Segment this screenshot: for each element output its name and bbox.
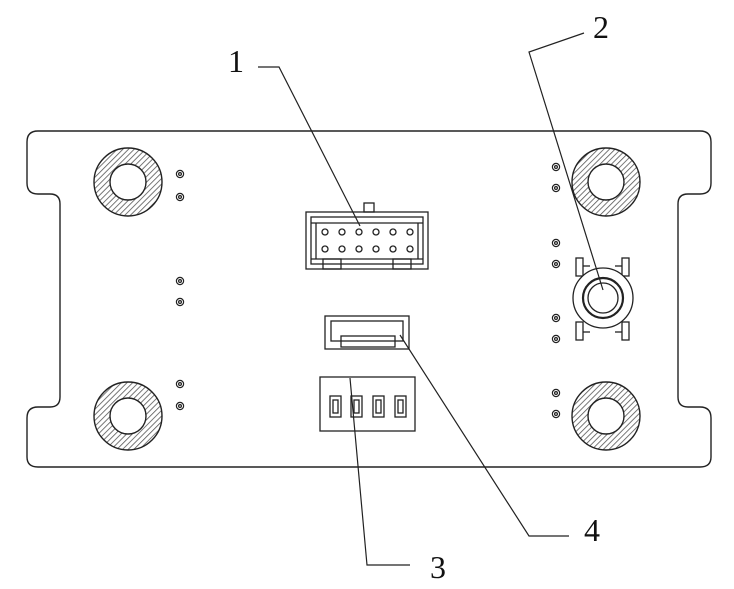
leader-line-4 — [399, 334, 569, 537]
pin-header-connector — [305, 202, 429, 270]
via-pad — [175, 401, 185, 411]
header-pin — [338, 228, 346, 236]
via-pad — [175, 297, 185, 307]
via-pad — [175, 276, 185, 286]
callout-1-label: 1 — [228, 43, 244, 79]
callout-4-label: 4 — [584, 512, 600, 548]
mounting-hole-top-right — [571, 147, 641, 217]
board-outline — [26, 130, 712, 468]
leader-line-1 — [258, 66, 361, 227]
push-button — [572, 257, 634, 341]
dip-switch — [319, 376, 416, 432]
header-pin — [406, 245, 414, 253]
mounting-hole-bottom-left — [93, 381, 163, 451]
mounting-hole-bottom-right — [571, 381, 641, 451]
via-pad — [551, 334, 561, 344]
via-pad — [175, 169, 185, 179]
via-pad — [551, 238, 561, 248]
header-pin — [355, 245, 363, 253]
via-pad — [551, 259, 561, 269]
header-pin — [321, 245, 329, 253]
mounting-hole-top-left — [93, 147, 163, 217]
via-pad — [175, 192, 185, 202]
header-pin — [389, 245, 397, 253]
socket-connector — [324, 315, 410, 350]
header-pin — [372, 245, 380, 253]
header-pin — [321, 228, 329, 236]
via-pad — [551, 183, 561, 193]
header-pin — [406, 228, 414, 236]
header-pin — [338, 245, 346, 253]
leader-line-3 — [349, 377, 410, 566]
via-pad — [551, 409, 561, 419]
via-pad — [175, 379, 185, 389]
callout-2-label: 2 — [593, 9, 609, 45]
header-pin — [372, 228, 380, 236]
via-pad — [551, 388, 561, 398]
via-pads — [175, 162, 561, 419]
header-pin — [389, 228, 397, 236]
leader-line-2 — [528, 32, 604, 291]
leader-lines — [258, 32, 604, 566]
header-pin — [355, 228, 363, 236]
via-pad — [551, 313, 561, 323]
via-pad — [551, 162, 561, 172]
callout-3-label: 3 — [430, 549, 446, 585]
